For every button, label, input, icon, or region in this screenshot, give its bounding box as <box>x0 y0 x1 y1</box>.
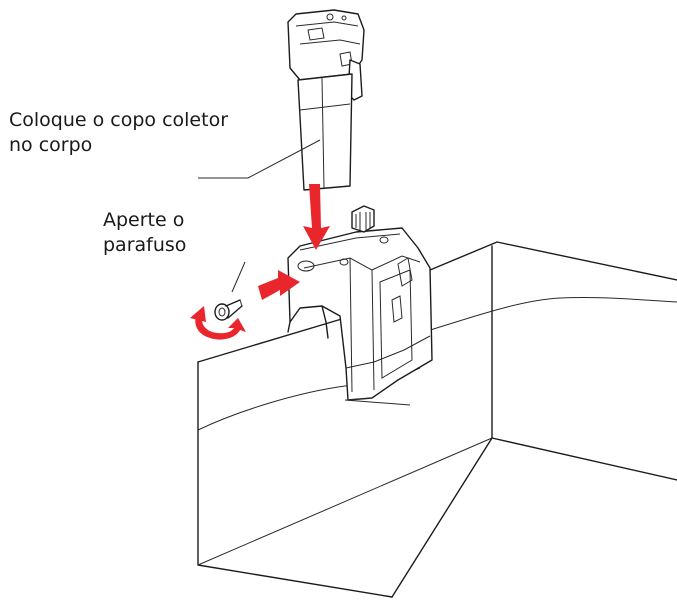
instruction-tighten-screw-line1: Aperte o <box>103 209 185 231</box>
collector-cup <box>287 9 365 191</box>
screw <box>214 299 243 321</box>
screw-direction-arrow <box>258 270 300 300</box>
base-block <box>197 241 677 598</box>
instruction-tighten-screw: Aperte o parafuso <box>103 208 186 258</box>
insert-arrow <box>303 184 330 250</box>
direction-arrows <box>190 184 330 340</box>
rotate-arrow-icon <box>195 312 246 340</box>
instruction-place-cup-line2: no corpo <box>9 134 93 156</box>
instruction-tighten-screw-line2: parafuso <box>103 234 187 256</box>
leader-line-screw <box>231 261 246 293</box>
leader-lines <box>198 139 321 293</box>
instruction-place-cup: Coloque o copo coletor no corpo <box>9 108 228 158</box>
instruction-place-cup-line1: Coloque o copo coletor <box>9 109 229 131</box>
clamp-body <box>287 205 433 401</box>
leader-line-cup <box>198 139 321 179</box>
